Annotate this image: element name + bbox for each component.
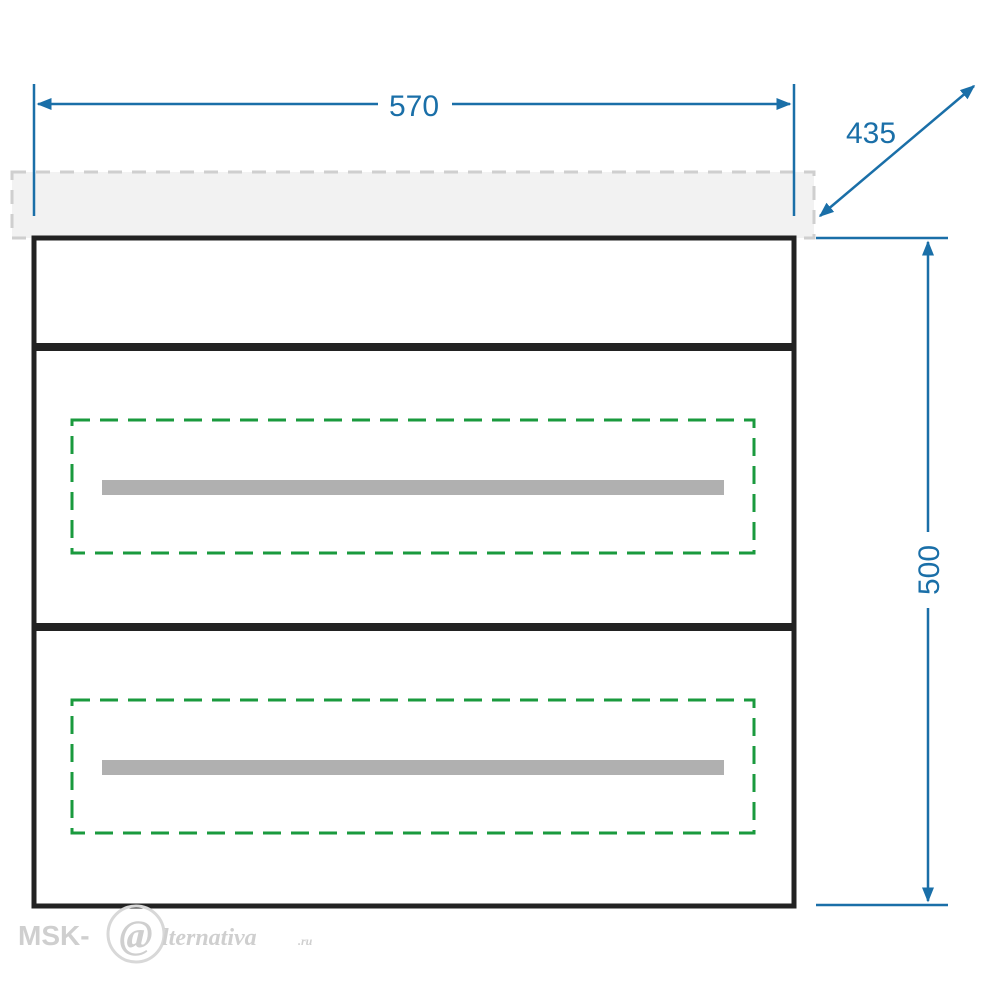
height-dimension: 500 [816,236,948,907]
height-label: 500 [913,545,946,595]
watermark-prefix: MSK- [18,920,90,951]
watermark-at: @ [119,912,152,957]
watermark-suffix: lternativa [162,925,257,951]
width-label: 570 [389,90,439,123]
handle-zone-upper [70,418,756,555]
watermark-logo: MSK- @ lternativa .ru [18,904,313,964]
watermark-at-ring [106,904,166,964]
handle-zone-lower [70,698,756,835]
cabinet-body [31,235,797,909]
handle-upper [102,480,724,495]
width-dimension: 570 [32,84,796,216]
countertop-outline [10,170,816,240]
depth-label: 435 [846,117,896,150]
depth-arrow [818,85,976,217]
watermark-tld: .ru [298,934,313,948]
handle-lower [102,760,724,775]
depth-dimension: 435 [818,85,976,217]
